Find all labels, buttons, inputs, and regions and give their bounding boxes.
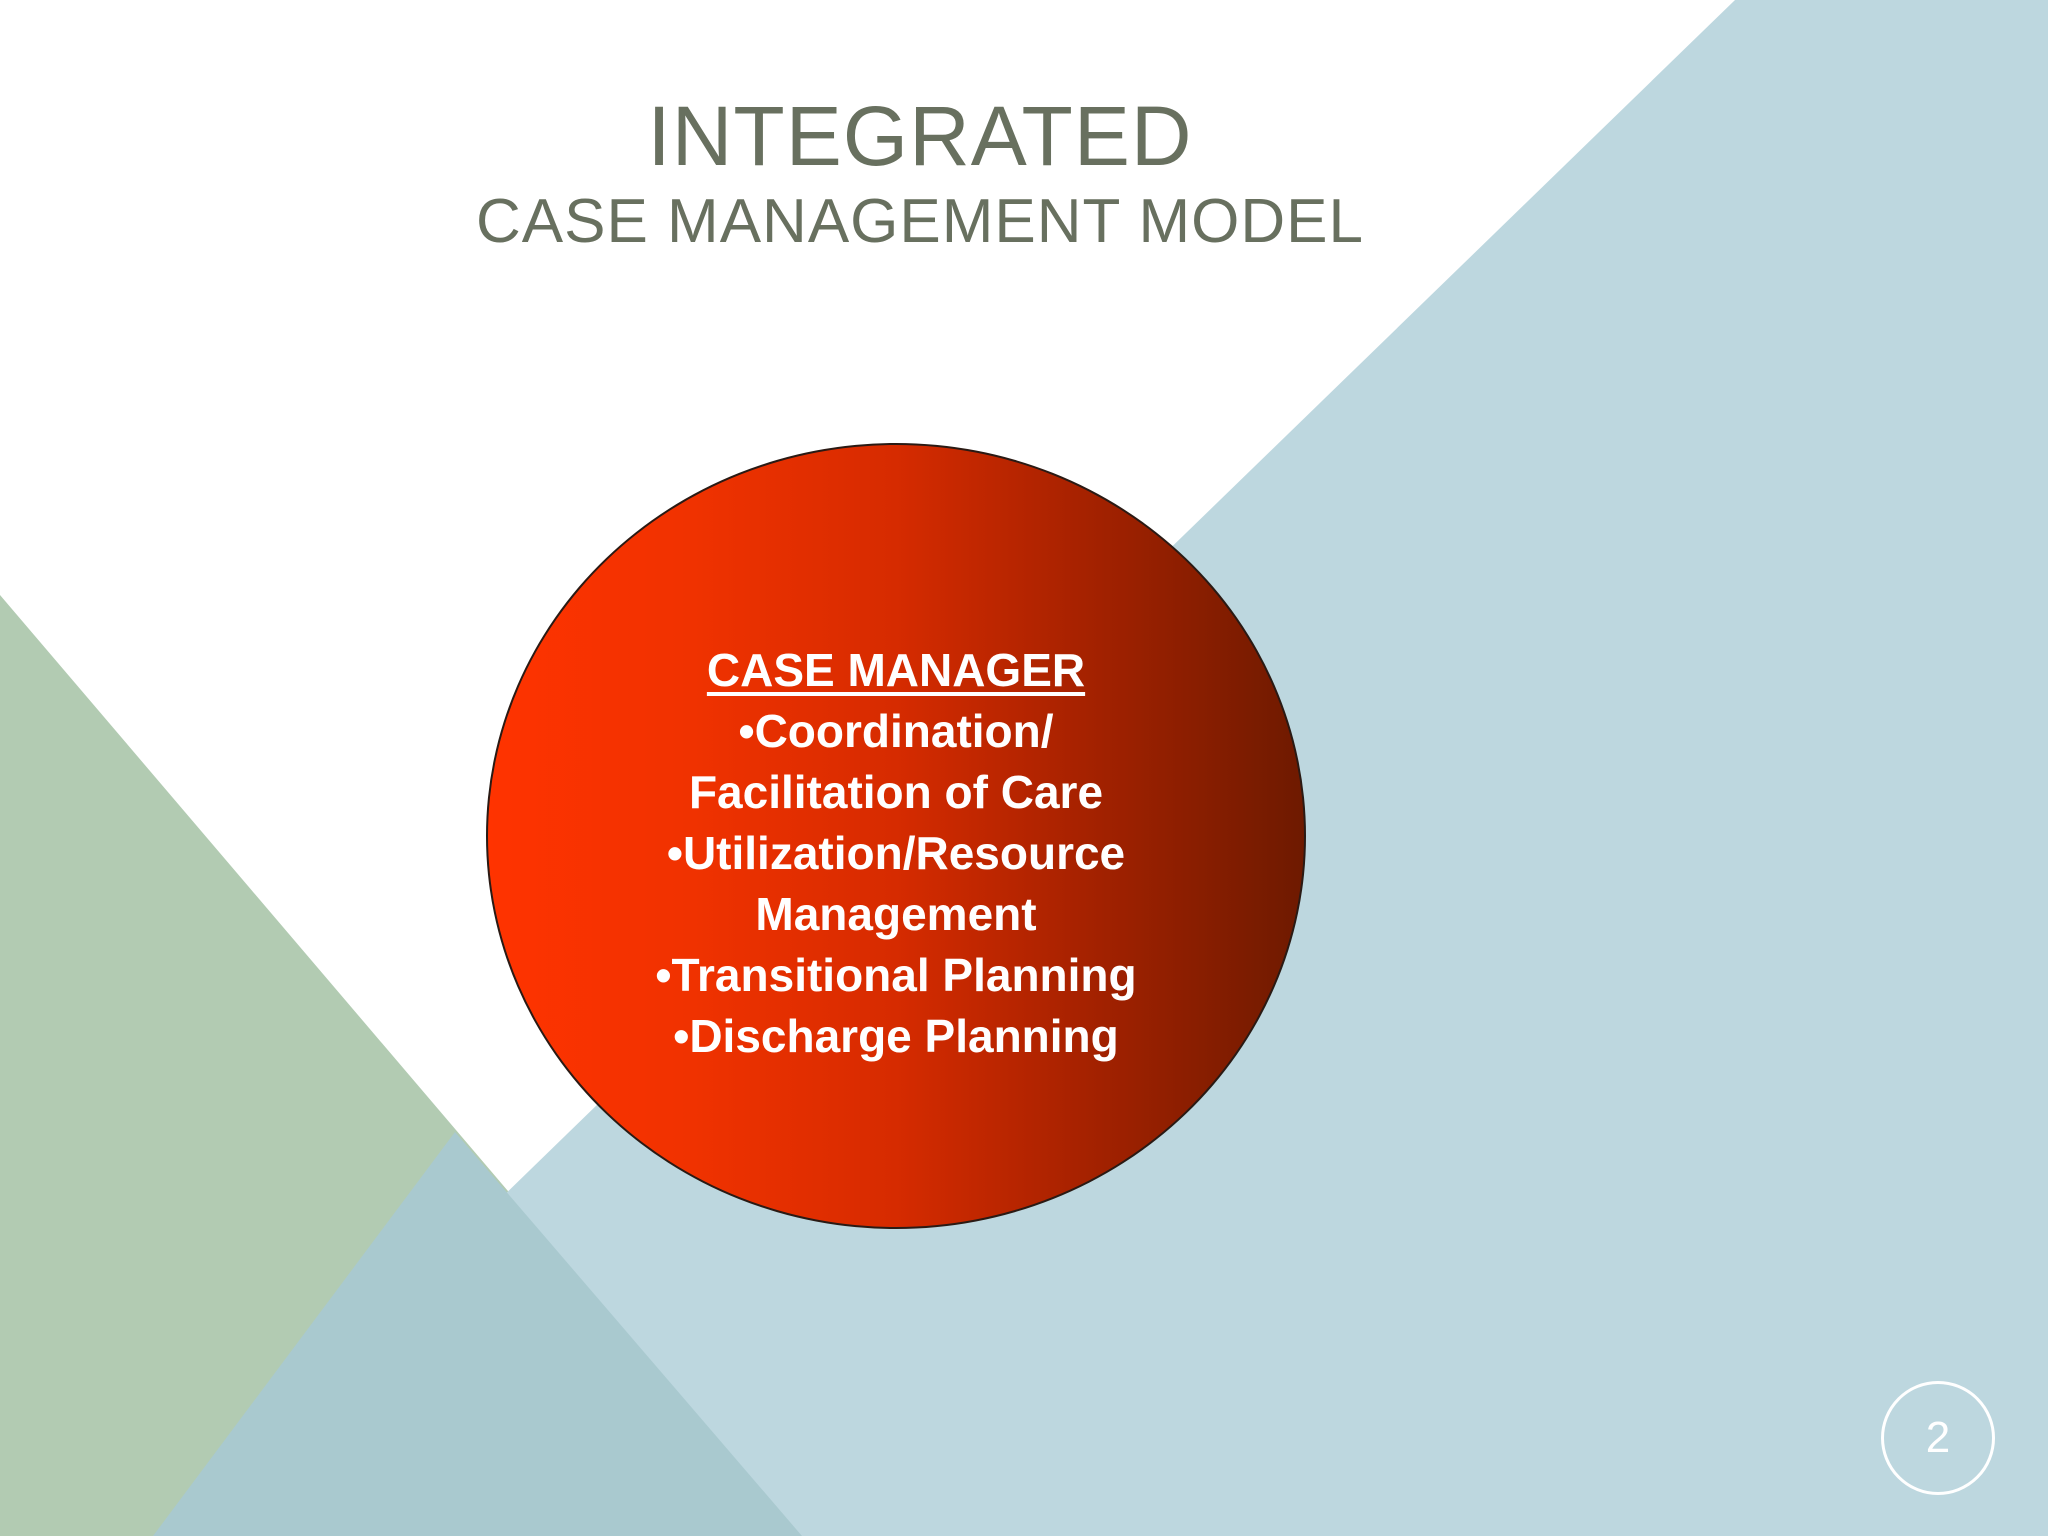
case-manager-heading: CASE MANAGER	[706, 644, 1086, 696]
case-manager-circle	[486, 443, 1306, 1229]
page-number: 2	[1925, 1413, 1951, 1462]
circle-line: Facilitation of Care	[688, 766, 1104, 818]
slide-title: INTEGRATED	[647, 89, 1193, 183]
slide-subtitle: CASE MANAGEMENT MODEL	[475, 187, 1364, 256]
case-manager-text: CASE MANAGER •Coordination/ Facilitation…	[486, 640, 1306, 1067]
circle-line: •Transitional Planning	[655, 949, 1137, 1001]
circle-line: Management	[755, 888, 1037, 940]
page-number-badge: 2	[1881, 1381, 1995, 1495]
overlap-triangle	[153, 1132, 802, 1536]
circle-line: •Coordination/	[738, 705, 1054, 757]
title-block: INTEGRATED CASE MANAGEMENT MODEL	[0, 88, 1840, 260]
circle-line: •Utilization/Resource	[666, 827, 1126, 879]
circle-line: •Discharge Planning	[673, 1010, 1119, 1062]
